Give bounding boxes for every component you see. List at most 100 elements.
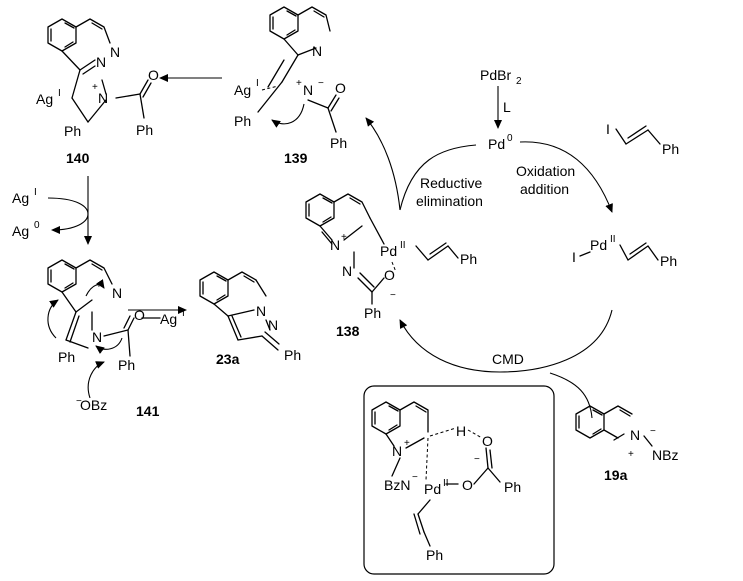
compound-140: N N N + O Ag I Ph Ph 140 [36, 18, 159, 166]
pd-oxidation-state: II [443, 478, 449, 489]
electron-push-arrow [95, 337, 123, 354]
charge-plus: + [296, 78, 302, 89]
charge-minus: − [412, 472, 418, 483]
charge-plus: + [92, 82, 98, 93]
charge-minus: − [474, 454, 480, 465]
atom-n: N [98, 90, 108, 106]
atom-h: H [456, 423, 466, 439]
charge-minus: − [650, 426, 656, 437]
compound-label-139: 139 [284, 150, 308, 166]
atom-n: N [312, 43, 322, 59]
compound-23a: N N Ph 23a [199, 271, 301, 367]
benzoate-anion: OBz [80, 397, 107, 413]
atom-n: N [256, 303, 266, 319]
elimination-label: elimination [416, 193, 483, 209]
phenyl-group: Ph [330, 135, 347, 151]
cmd-label: CMD [492, 351, 524, 367]
phenyl-group: Ph [364, 305, 381, 321]
addition-label: addition [520, 181, 569, 197]
charge-plus: + [628, 449, 634, 460]
phenyl-group: Ph [460, 251, 477, 267]
pd-oxidation-state: II [400, 240, 406, 251]
pd-atom: Pd [424, 481, 441, 497]
compound-139: N N + − O Ag I Ph Ph 139 [234, 6, 347, 166]
palladium-precatalyst: PdBr 2 L Pd 0 [480, 67, 522, 152]
phenyl-group: Ph [660, 253, 677, 269]
phenyl-group: Ph [504, 479, 521, 495]
atom-n: N [630, 427, 640, 443]
compound-138: N N + Pd II O − Ph Ph 138 [305, 193, 477, 339]
charge-plus: + [404, 438, 410, 449]
compound-label-19a: 19a [604, 467, 628, 483]
pd-atom: Pd [380, 243, 397, 259]
atom-o: O [335, 80, 346, 96]
oxidation-label: Oxidation [516, 163, 575, 179]
atom-o: O [482, 433, 493, 449]
electron-push-arrow [85, 279, 105, 297]
reductive-elimination-arc [399, 144, 477, 211]
ag-oxidation-state: I [256, 78, 259, 89]
pd-atom: Pd [590, 237, 607, 253]
electron-push-arrow [47, 299, 59, 339]
cmd-arrow [399, 309, 613, 373]
ag-oxidation-state: I [34, 187, 37, 198]
compound-label-140: 140 [66, 150, 90, 166]
phenyl-group: Ph [662, 141, 679, 157]
ag0-atom: Ag [12, 223, 29, 239]
phenyl-group: Ph [64, 123, 81, 139]
reductive-label: Reductive [420, 175, 482, 191]
electron-push-arrow [87, 361, 105, 399]
compound-label-23a: 23a [216, 351, 240, 367]
atom-o: O [384, 267, 395, 283]
phenyl-group: Ph [234, 113, 251, 129]
ag0-oxidation-state: 0 [34, 220, 40, 231]
pd0-atom: Pd [488, 136, 505, 152]
charge-plus: + [341, 232, 347, 243]
bzn-group: BzN [384, 477, 410, 493]
charge-minus: − [76, 396, 82, 407]
silver-curved-arrow [47, 197, 89, 234]
pd0-oxidation-state: 0 [507, 133, 513, 144]
atom-n: N [268, 317, 278, 333]
electron-push-arrow [271, 103, 305, 128]
charge-minus: − [318, 78, 324, 89]
atom-n: N [92, 329, 102, 345]
atom-ag: Ag [12, 190, 29, 206]
atom-ag: Ag [36, 91, 53, 107]
atom-ag: Ag [234, 82, 251, 98]
transition-state-box [363, 385, 555, 575]
phenyl-group: Ph [136, 122, 153, 138]
phenyl-group: Ph [58, 349, 75, 365]
atom-o: O [148, 67, 159, 83]
vinyl-palladium-iodide: I Pd II Ph [572, 234, 677, 269]
compound-label-141: 141 [136, 403, 160, 419]
atom-n: N [392, 443, 402, 459]
atom-o: O [134, 307, 145, 323]
atom-n: N [303, 82, 313, 98]
phenyl-group: Ph [118, 357, 135, 373]
vinyl-iodide: I Ph [606, 121, 679, 157]
ligand-label: L [503, 99, 511, 115]
atom-i: I [606, 121, 610, 137]
pdbr2-formula: PdBr [480, 67, 511, 83]
reductive-elimination-arrow [365, 117, 401, 211]
cmd-transition-state: N + H O − BzN − Pd II O Ph Ph [363, 385, 555, 575]
nbz-group: NBz [652, 447, 678, 463]
atom-n: N [112, 285, 122, 301]
atom-o: O [462, 477, 473, 493]
pdbr2-subscript: 2 [516, 76, 522, 87]
phenyl-group: Ph [426, 547, 443, 563]
ag-oxidation-state: I [58, 88, 61, 99]
atom-ag: Ag [160, 311, 177, 327]
oxidative-addition-arrow [519, 141, 613, 213]
atom-n: N [96, 54, 106, 70]
compound-label-138: 138 [336, 323, 360, 339]
atom-n: N [342, 263, 352, 279]
silver-reduction-step: Ag I Ag 0 [12, 176, 92, 245]
atom-n: N [330, 237, 340, 253]
phenyl-group: Ph [284, 347, 301, 363]
atom-i: I [572, 249, 576, 265]
atom-n: N [110, 44, 120, 60]
substrate-entry-arrow [549, 372, 593, 419]
